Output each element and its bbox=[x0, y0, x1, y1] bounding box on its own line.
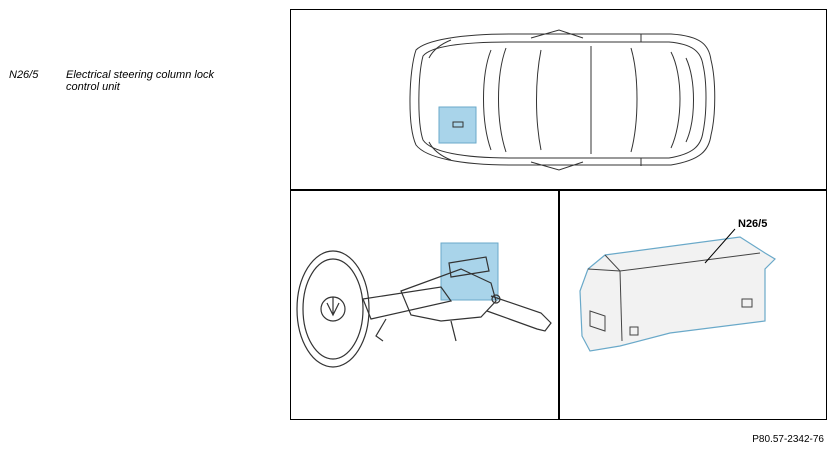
legend-code: N26/5 bbox=[9, 69, 39, 81]
vertical-divider bbox=[558, 189, 560, 420]
control-unit-illustration: N26/5 bbox=[579, 218, 776, 352]
car-top-view-illustration bbox=[409, 29, 716, 171]
illustration-frame: N26/5 bbox=[290, 9, 827, 420]
callout-leader-line bbox=[704, 228, 736, 264]
steering-column-illustration bbox=[296, 242, 552, 368]
control-unit-location-highlight bbox=[438, 106, 477, 144]
callout-label: N26/5 bbox=[738, 218, 767, 230]
figure-reference: P80.57-2342-76 bbox=[752, 434, 824, 445]
legend-description: Electrical steering column lock control … bbox=[66, 69, 214, 93]
